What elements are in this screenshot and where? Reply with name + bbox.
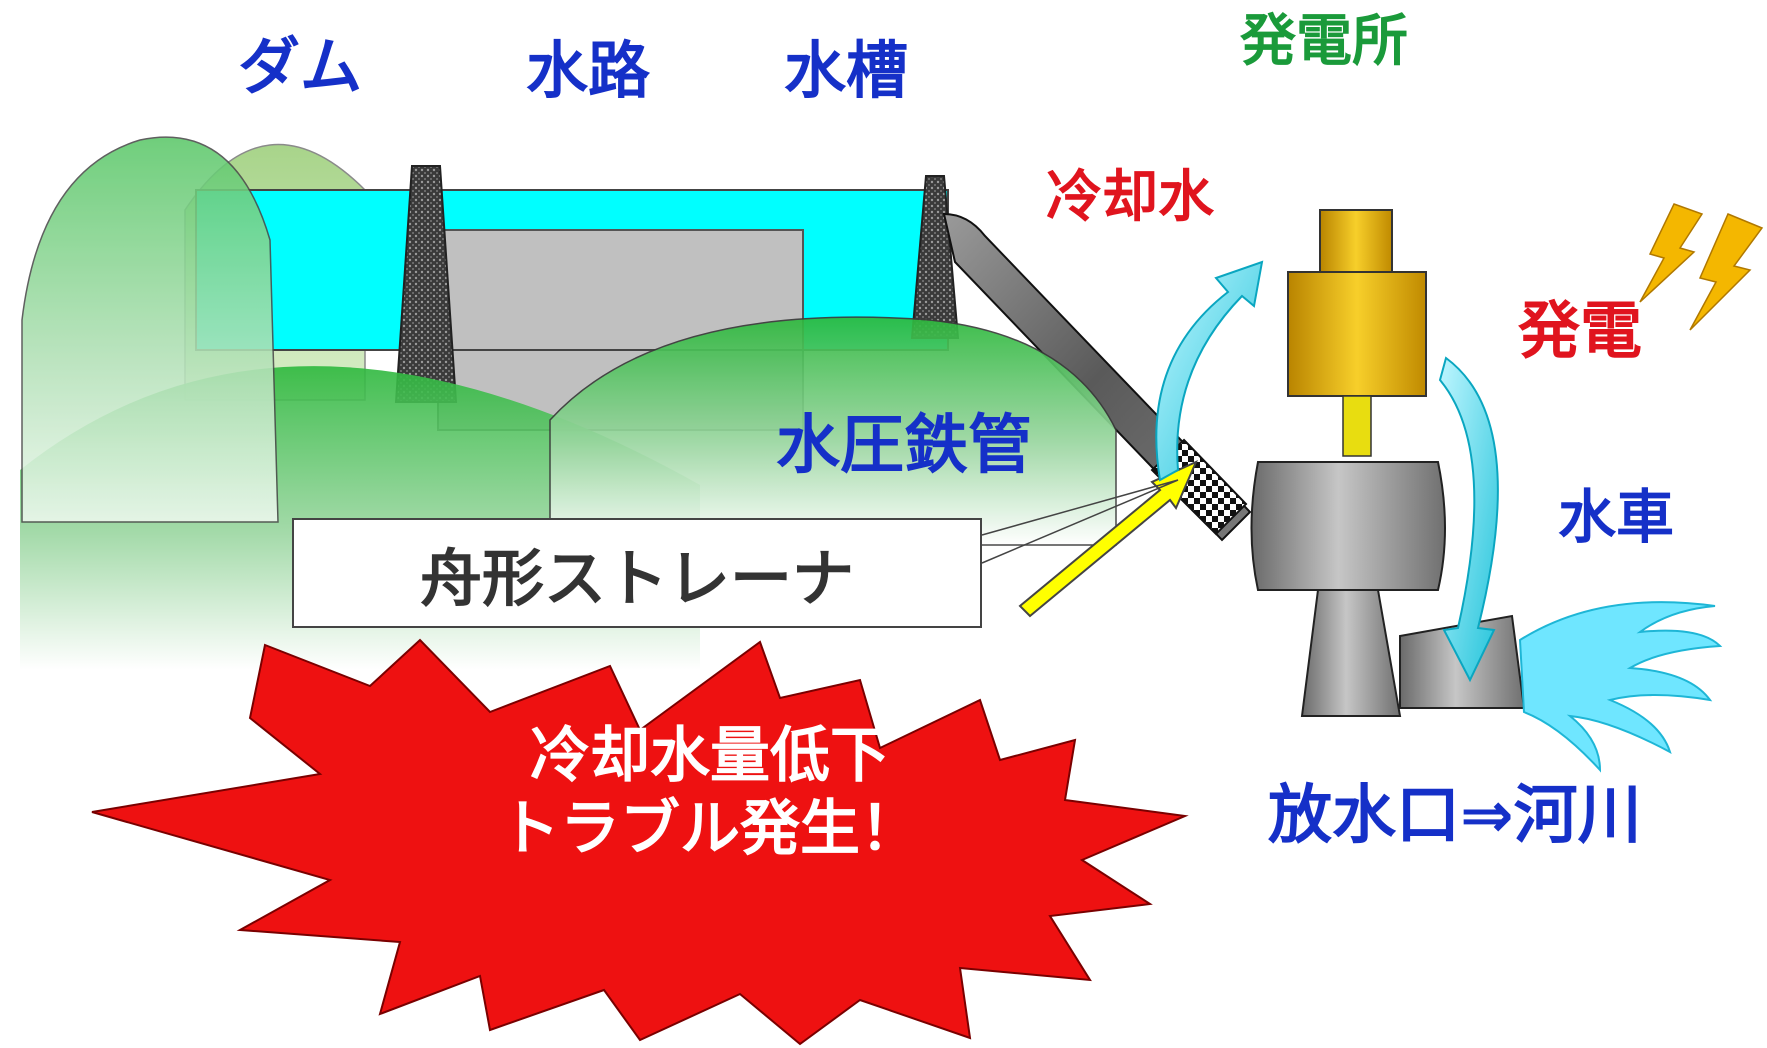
turbine-flow-arrow-icon [1438, 356, 1499, 683]
cooling-flow-arrow-icon [1155, 260, 1264, 482]
strainer-callout-line [981, 479, 1179, 564]
label-penstock: 水圧鉄管 [776, 409, 1032, 483]
alert-message: 冷却水量低下 トラブル発生！ [430, 720, 990, 866]
turbine-casing [1250, 461, 1446, 591]
strainer-callout-box: 舟形ストレーナ [292, 518, 982, 628]
label-tank: 水槽 [784, 34, 909, 107]
alert-line-1: 冷却水量低下 [530, 721, 890, 791]
label-dam: ダム [238, 30, 363, 103]
generator-shaft [1342, 395, 1372, 457]
lightning-icon [1639, 203, 1764, 331]
draft-tube [1300, 589, 1402, 717]
label-water-turbine: 水車 [1558, 483, 1675, 551]
alert-line-2: トラブル発生！ [500, 794, 920, 865]
generator-top [1319, 209, 1393, 275]
alert-starburst [91, 638, 1189, 1046]
hill-front-right [549, 316, 1117, 546]
label-outlet-river: 放水口⇒河川 [1268, 779, 1642, 853]
generator-body [1287, 271, 1427, 397]
water-splash-icon [1518, 601, 1723, 773]
label-channel: 水路 [526, 34, 651, 107]
label-generation: 発電 [1518, 294, 1643, 367]
hill-left-tall [21, 136, 279, 523]
label-cooling-water: 冷却水 [1046, 165, 1214, 230]
label-power-plant: 発電所 [1240, 9, 1408, 74]
label-boat-strainer: 舟形ストレーナ [419, 542, 854, 615]
